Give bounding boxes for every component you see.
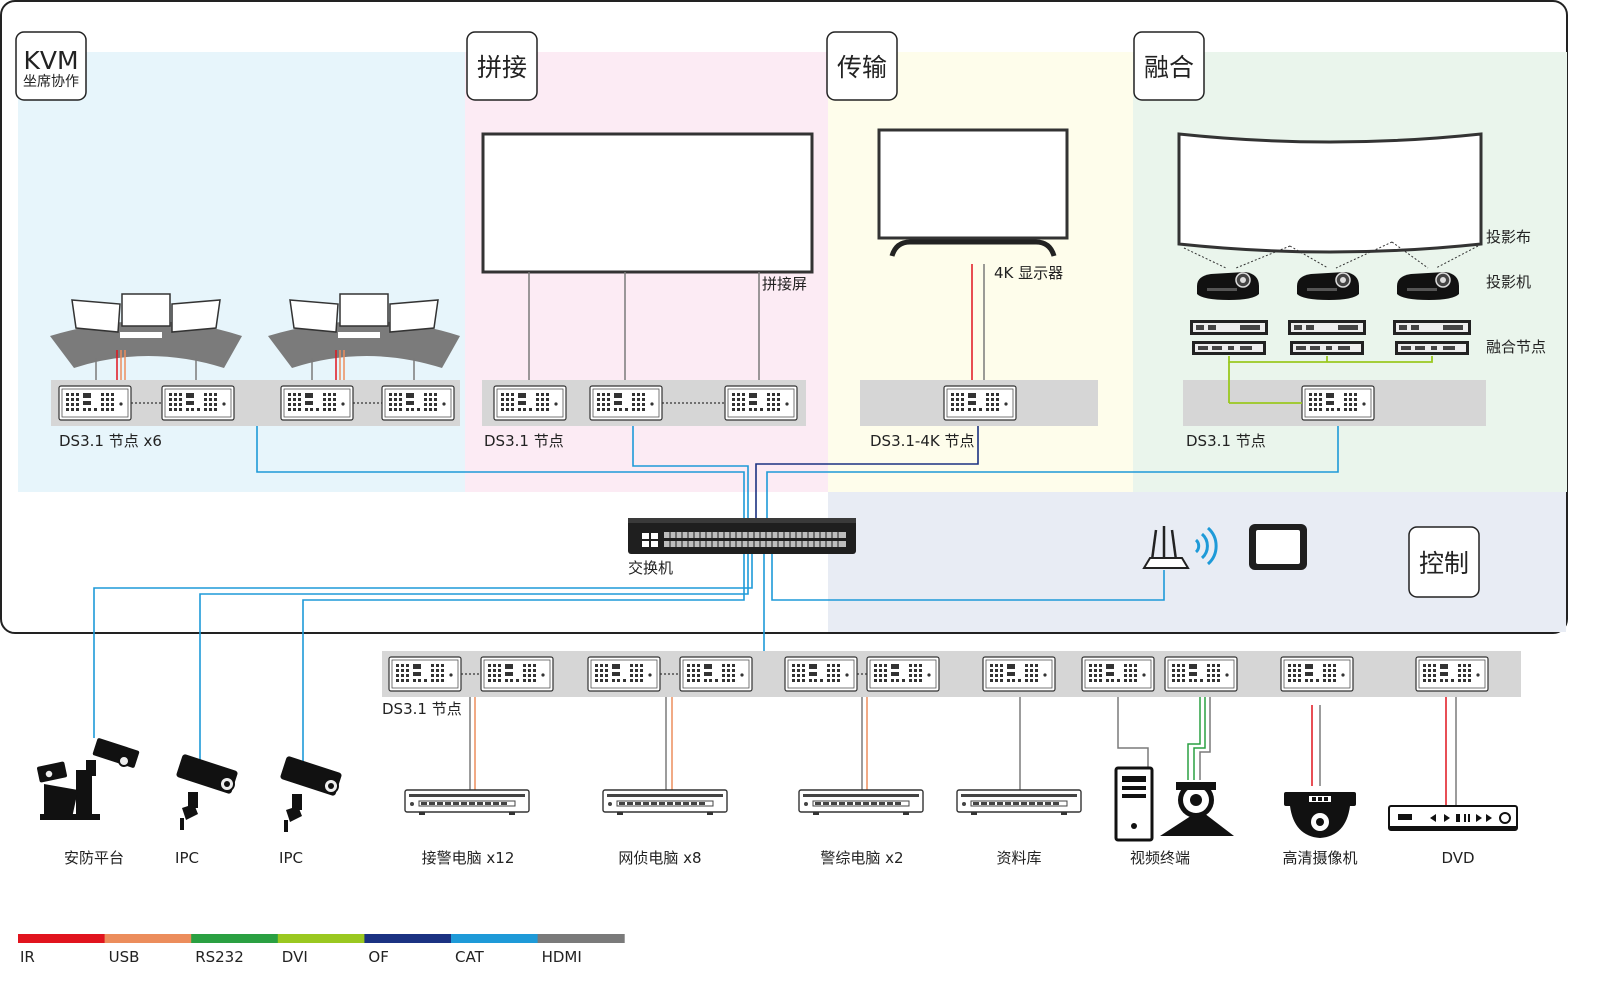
net-pc-label: 网侦电脑 x8: [618, 849, 701, 867]
network-switch: [628, 518, 856, 554]
legend-swatch-of: [364, 934, 452, 943]
display-4k: [877, 128, 1069, 257]
dvd-player-icon: [1388, 805, 1518, 831]
kvm-title: KVM: [23, 46, 78, 75]
ipc2-label: IPC: [279, 849, 303, 867]
legend-swatch-hdmi: [537, 934, 625, 943]
fusion-title: 融合: [1144, 53, 1194, 82]
kvm-subtitle: 坐席协作: [23, 74, 79, 90]
legend-label-hdmi: HDMI: [542, 948, 582, 966]
display-4k-label: 4K 显示器: [994, 264, 1063, 282]
ipc-camera-1-icon: [174, 752, 240, 831]
legend-label-rs232: RS232: [195, 948, 244, 966]
switch-label: 交换机: [628, 559, 673, 577]
tablet-icon: [1249, 524, 1307, 570]
video-terminal-label: 视频终端: [1130, 849, 1190, 867]
transmit-title: 传输: [837, 53, 887, 82]
section-tag-fusion: 融合: [1133, 31, 1205, 101]
section-tag-kvm: KVM 坐席协作: [15, 31, 87, 101]
kvm-workstation-1: [50, 293, 242, 368]
legend-swatch-usb: [104, 934, 192, 943]
database-label: 资料库: [996, 849, 1041, 867]
transmit-node-label: DS3.1-4K 节点: [870, 432, 975, 450]
splice-title: 拼接: [477, 53, 527, 82]
kvm-workstation-2: [268, 293, 460, 368]
hd-camera-label: 高清摄像机: [1282, 849, 1357, 867]
security-platform-icon: [37, 738, 140, 820]
net-pc-icon: [602, 789, 728, 816]
security-label: 安防平台: [64, 849, 124, 867]
legend-label-dvi: DVI: [282, 948, 308, 966]
alarm-pc-label: 接警电脑 x12: [422, 849, 515, 867]
database-icon: [956, 789, 1082, 816]
section-tag-control: 控制: [1408, 526, 1480, 598]
projector-label: 投影机: [1486, 273, 1531, 291]
legend-label-of: OF: [368, 948, 388, 966]
projection-screen: [1177, 132, 1483, 254]
splice-screen: [481, 132, 814, 274]
legend-label-cat: CAT: [455, 948, 485, 966]
section-tag-transmit: 传输: [826, 31, 898, 101]
legend-swatch-cat: [451, 934, 539, 943]
ipc1-label: IPC: [175, 849, 199, 867]
legend-swatch-ir: [18, 934, 106, 943]
splice-nodes-label: DS3.1 节点: [484, 432, 564, 450]
bottom-nodes-label: DS3.1 节点: [382, 700, 462, 718]
legend-label-ir: IR: [20, 948, 35, 966]
splice-screen-label: 拼接屏: [762, 275, 807, 293]
legend-label-usb: USB: [109, 948, 140, 966]
ipc-camera-2-icon: [278, 754, 344, 833]
legend-swatch-dvi: [277, 934, 365, 943]
control-title: 控制: [1419, 549, 1469, 578]
legend-swatch-rs232: [191, 934, 279, 943]
video-terminal-icon: [1114, 766, 1234, 842]
kvm-nodes-label: DS3.1 节点 x6: [59, 432, 162, 450]
fusion-nodes-label: DS3.1 节点: [1186, 432, 1266, 450]
screen-cloth-label: 投影布: [1486, 228, 1531, 246]
alarm-pc-icon: [404, 789, 530, 816]
section-tag-splice: 拼接: [466, 31, 538, 101]
fusion-node-label: 融合节点: [1486, 338, 1546, 356]
hd-camera-icon: [1284, 792, 1356, 838]
police-pc-label: 警综电脑 x2: [820, 849, 903, 867]
wifi-router-icon: [1142, 526, 1218, 569]
police-pc-icon: [798, 789, 924, 816]
cable-legend: IR USB RS232 DVI OF CAT HDMI: [18, 934, 625, 966]
dvd-label: DVD: [1441, 849, 1474, 867]
